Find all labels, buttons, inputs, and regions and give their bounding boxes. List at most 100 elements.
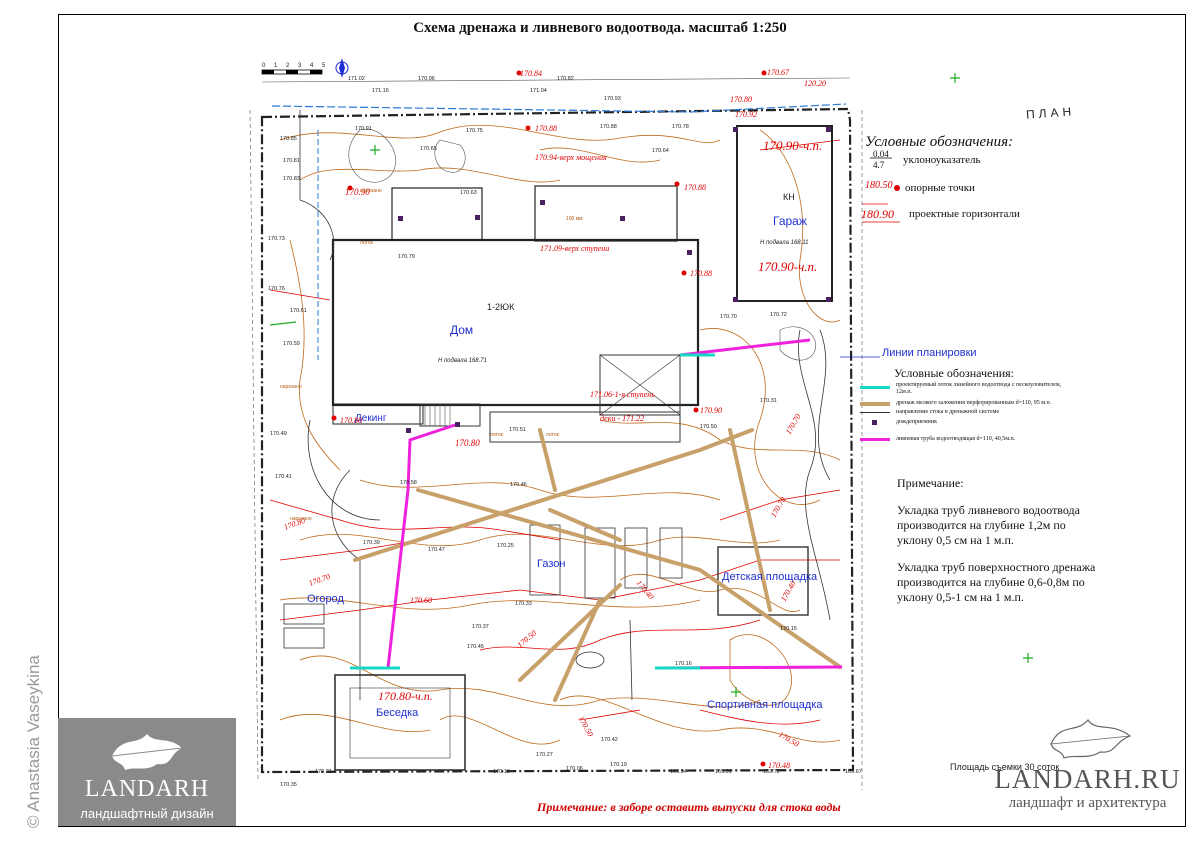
elevation-mark: 170.94-верх мощения — [535, 153, 607, 162]
contour-lines — [279, 124, 841, 745]
svg-text:нарезано: нарезано — [290, 516, 312, 522]
brand-block-left: LANDARH ландшафтный дизайн — [58, 718, 236, 826]
legend-symbols: Условные обозначения: 0.04 4.7 уклоноука… — [861, 134, 1020, 221]
elevation-mark: 170.90 — [700, 406, 722, 415]
svg-text:171.04: 171.04 — [530, 88, 547, 94]
elevation-mark: 170.60 — [410, 596, 432, 605]
svg-text:170.70: 170.70 — [720, 314, 737, 320]
elevation-mark: 170.50 — [516, 628, 539, 649]
svg-text:170.27: 170.27 — [536, 752, 553, 758]
svg-text:170.06: 170.06 — [566, 766, 583, 772]
garage-level-mark: 170.90-ч.п. — [758, 259, 817, 274]
svg-text:170.58: 170.58 — [400, 480, 417, 486]
legend-dark-swatch — [860, 412, 890, 413]
svg-text:170.37: 170.37 — [472, 624, 489, 630]
legend-heading: Условные обозначения: — [865, 134, 1014, 150]
svg-text:170.31: 170.31 — [760, 398, 777, 404]
svg-text:170.63: 170.63 — [460, 190, 477, 196]
svg-text:170.81: 170.81 — [283, 158, 300, 164]
oak-leaf-icon — [1050, 719, 1132, 759]
svg-text:170.39: 170.39 — [363, 540, 380, 546]
svg-text:170.45: 170.45 — [467, 644, 484, 650]
elevation-mark: 170.90 — [345, 187, 370, 197]
brand-subtitle: ландшафт и архитектура — [1008, 795, 1167, 811]
scale-tick: 4 — [310, 63, 314, 69]
drawing-title: Схема дренажа и ливневого водоотвода. ма… — [413, 20, 787, 36]
svg-text:170.16: 170.16 — [675, 661, 692, 667]
svg-text:169.94: 169.94 — [670, 769, 687, 775]
svg-text:лоток: лоток — [546, 432, 560, 438]
svg-text:171.02: 171.02 — [348, 76, 365, 82]
elevation-mark: 120.20 — [804, 79, 826, 88]
legend-item: направление стока в дренажной системе — [896, 409, 1000, 415]
legend-item: ливневая труба водоотводящая d=110, 40,5… — [896, 436, 1016, 442]
svg-text:170.46: 170.46 — [510, 482, 527, 488]
svg-text:170.93: 170.93 — [604, 96, 621, 102]
inlet-icon — [872, 420, 877, 425]
slope-indicator-label: уклоноуказатель — [903, 154, 981, 166]
elevation-mark: 170.80 — [340, 416, 362, 425]
svg-text:170.65: 170.65 — [420, 146, 437, 152]
svg-text:170.25: 170.25 — [497, 543, 514, 549]
garage-level-mark: 170.90-ч.п. — [763, 138, 822, 153]
svg-text:170.73: 170.73 — [268, 236, 285, 242]
svg-text:100 мм: 100 мм — [566, 216, 583, 222]
svg-text:нарезано: нарезано — [360, 188, 382, 194]
zone-label-garden: Огород — [307, 593, 344, 605]
notes-block: Примечание: Укладка труб ливневого водоо… — [897, 476, 1097, 617]
legend-tan-swatch — [860, 402, 890, 406]
rain-inlets — [398, 127, 831, 433]
zone-label-sports: Спортивная площадка — [707, 699, 823, 711]
elevation-mark: 170.80 — [730, 95, 752, 104]
planning-lines-label: Линии планировки — [882, 347, 977, 359]
legend-drainage-heading: Условные обозначения: — [894, 366, 1015, 380]
scale-bar: 0 1 2 3 4 5 — [261, 63, 326, 75]
svg-text:170.50: 170.50 — [700, 424, 717, 430]
elevation-mark: 170.48 — [768, 761, 790, 770]
design-contour-value: 180.90 — [861, 207, 894, 221]
zone-label-house: Дом — [450, 323, 473, 337]
svg-text:170.83: 170.83 — [283, 176, 300, 182]
reference-point-value: 180.50 — [865, 180, 893, 191]
brand-subtitle: ландшафтный дизайн — [80, 806, 214, 821]
spot-elevations: 171.02 170.96 171.16 171.04 170.82 170.9… — [268, 76, 862, 788]
copyright-text: © Anastasia Vaseykina — [24, 655, 43, 828]
notes-paragraph: Укладка труб ливневого водоотвода произв… — [897, 503, 1080, 547]
svg-text:170.91: 170.91 — [355, 126, 372, 132]
elevation-mark: 170.50 — [777, 730, 801, 749]
garage-kn-label: КН — [783, 192, 795, 202]
scale-tick: 1 — [274, 63, 278, 69]
elevation-mark: 170.88 — [684, 183, 706, 192]
elevation-mark: 170.67 — [767, 68, 790, 77]
elevation-mark: 170.88 — [690, 269, 712, 278]
brand-website[interactable]: LANDARH.RU — [994, 764, 1181, 794]
svg-text:170.41: 170.41 — [275, 474, 292, 480]
svg-text:169.67: 169.67 — [845, 769, 862, 775]
elevation-mark: 170.92 — [735, 110, 757, 119]
svg-text:170.78: 170.78 — [672, 124, 689, 130]
legend-top-icons — [862, 157, 900, 223]
svg-text:170.82: 170.82 — [557, 76, 574, 82]
svg-text:170.49: 170.49 — [270, 431, 287, 437]
svg-text:169.91: 169.91 — [715, 769, 732, 775]
legend-magenta-swatch — [860, 438, 890, 441]
zone-label-decking: Декинг — [355, 413, 387, 424]
zone-label-lawn: Газон — [537, 558, 565, 570]
oak-leaf-icon — [111, 734, 183, 770]
svg-text:170.21: 170.21 — [315, 769, 332, 775]
slope-bottom-value: 4.7 — [873, 160, 885, 170]
svg-text:169.72: 169.72 — [763, 769, 780, 775]
svg-text:170.64: 170.64 — [652, 148, 669, 154]
house-floors-label: 1-2ЮК — [487, 302, 515, 312]
svg-text:170.96: 170.96 — [418, 76, 435, 82]
legend-item: дождеприемник — [896, 419, 937, 425]
elevation-mark: 171.09-верх ступени — [540, 244, 609, 253]
svg-text:170.61: 170.61 — [290, 308, 307, 314]
legend-item: проектируемый лоток линейного водоотвода… — [896, 382, 1062, 395]
elevation-mark: 170.70 — [308, 572, 332, 588]
house-outline — [331, 185, 700, 425]
legend-item: дренаж мелкого заложения перфорированным… — [896, 400, 1052, 406]
svg-text:170.79: 170.79 — [398, 254, 415, 260]
svg-text:171.16: 171.16 — [372, 88, 389, 94]
